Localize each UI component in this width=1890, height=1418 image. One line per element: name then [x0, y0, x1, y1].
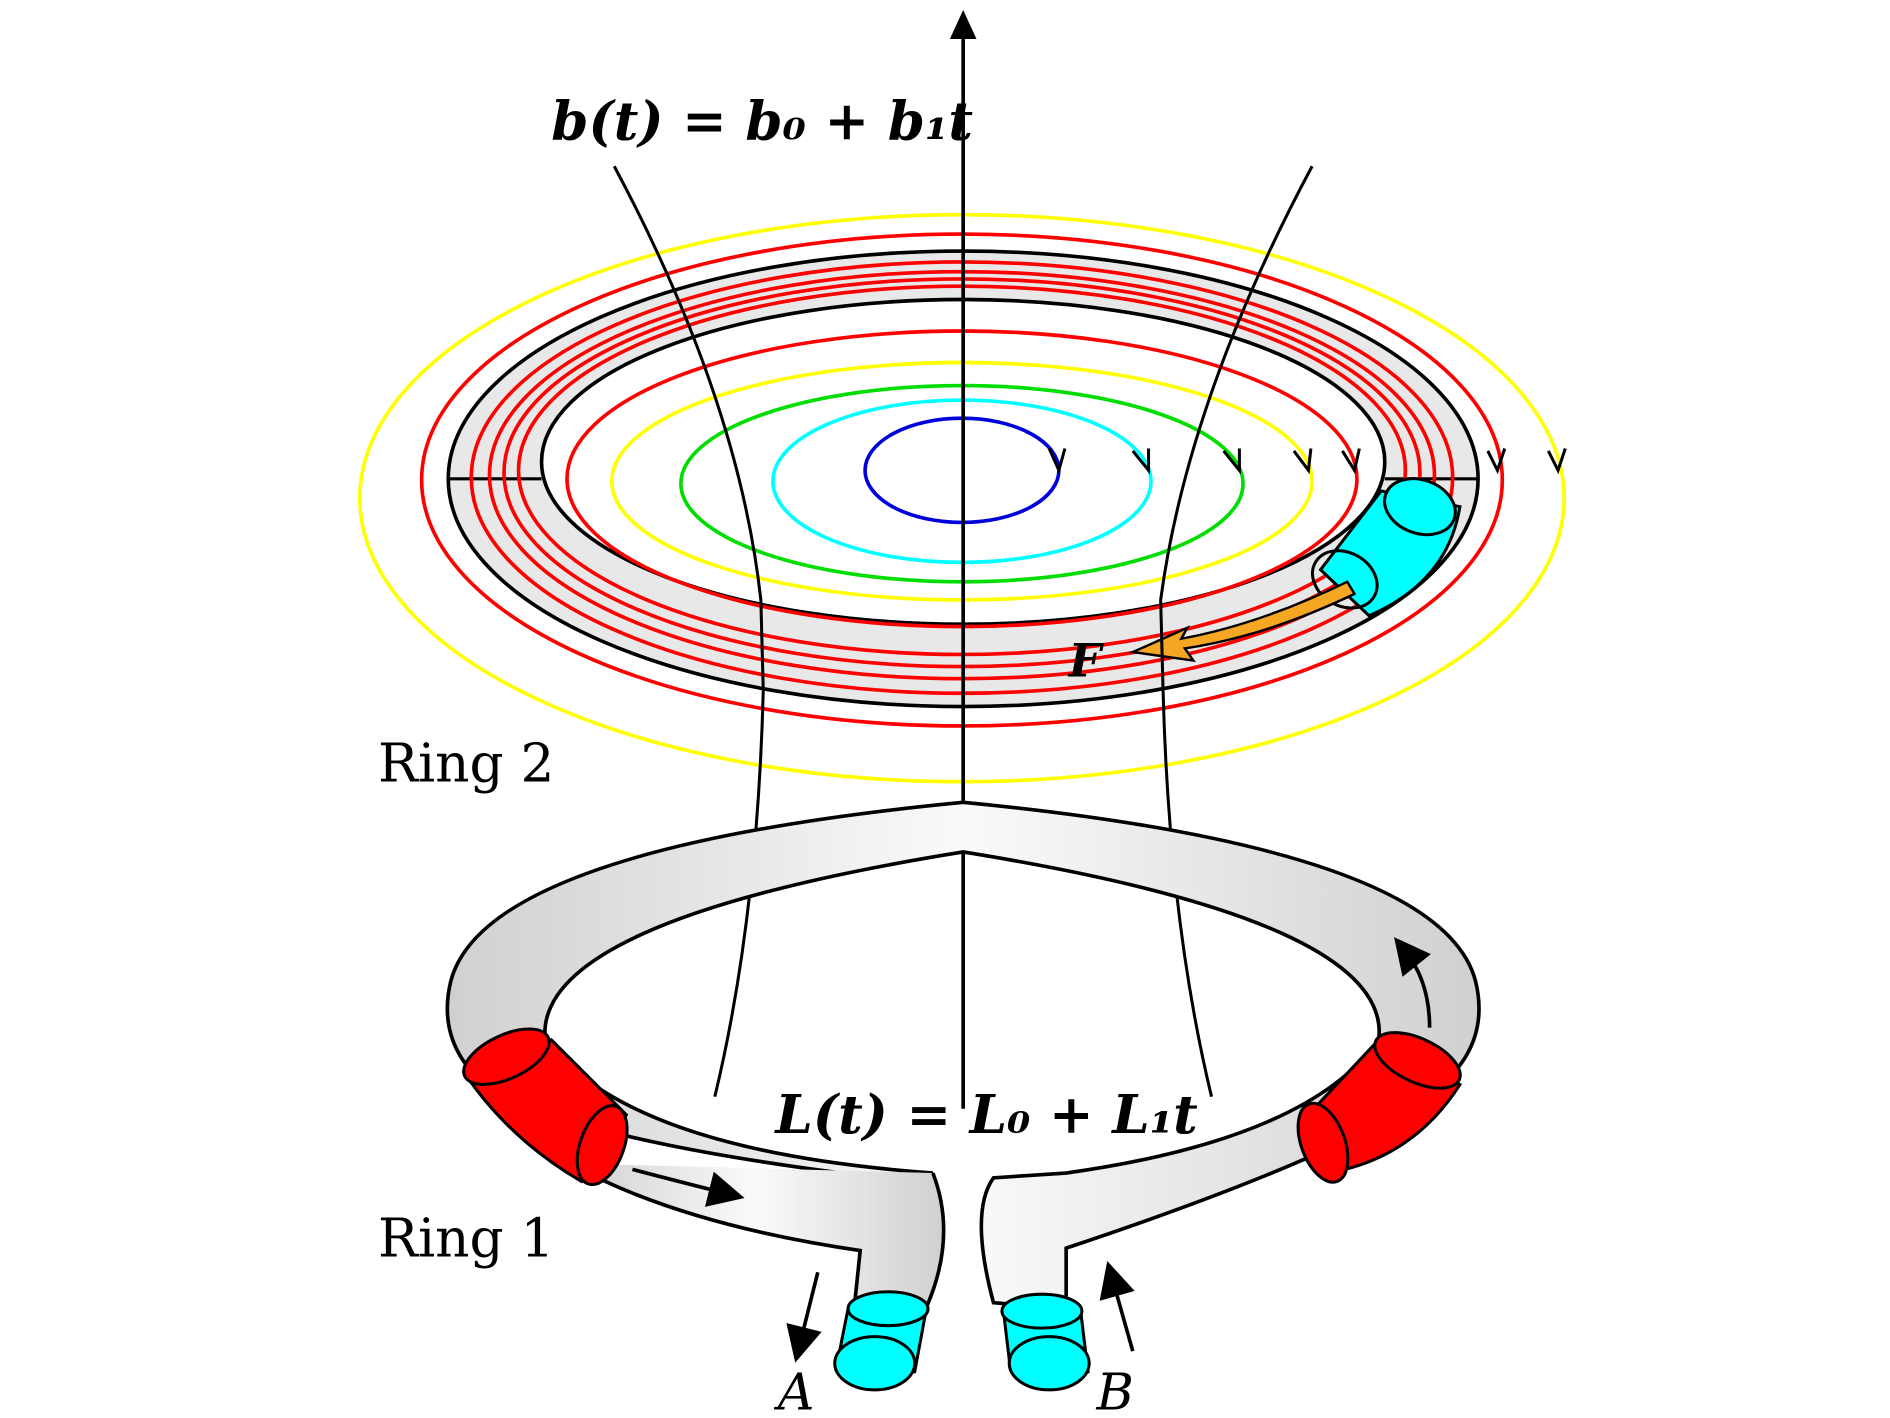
ring-1-red-section-right [1296, 1031, 1463, 1184]
flux-line-left [612, 165, 765, 1098]
current-arrow-a [786, 1271, 822, 1363]
ring-1-lead-a [568, 1161, 946, 1311]
force-arrow: F [1067, 580, 1357, 687]
current-direction-arrows [631, 937, 1432, 1363]
ring-1-red-section-left [461, 1027, 629, 1187]
terminal-b [1000, 1292, 1091, 1392]
terminal-a-label: A [774, 1362, 815, 1418]
flux-line-right [1159, 165, 1314, 1098]
current-arrow-right [1394, 937, 1432, 1028]
current-arrow-b [1099, 1260, 1135, 1352]
current-equation: L(t) = L₀ + L₁t [773, 1083, 1198, 1146]
ring-1 [445, 800, 1481, 1392]
field-equation: b(t) = b₀ + b₁t [551, 90, 973, 153]
ring-1-label: Ring 1 [378, 1208, 554, 1270]
ring-1-tube [445, 800, 1481, 1311]
current-arrow-left [631, 1167, 745, 1207]
field-direction-arrows [1047, 447, 1567, 475]
terminal-a [833, 1290, 930, 1392]
ring-2-label: Ring 2 [378, 733, 554, 795]
force-label: F [1067, 633, 1105, 687]
ring-2-segment [1311, 477, 1462, 618]
axis-arrowhead [949, 9, 977, 40]
terminal-b-label: B [1095, 1362, 1133, 1418]
